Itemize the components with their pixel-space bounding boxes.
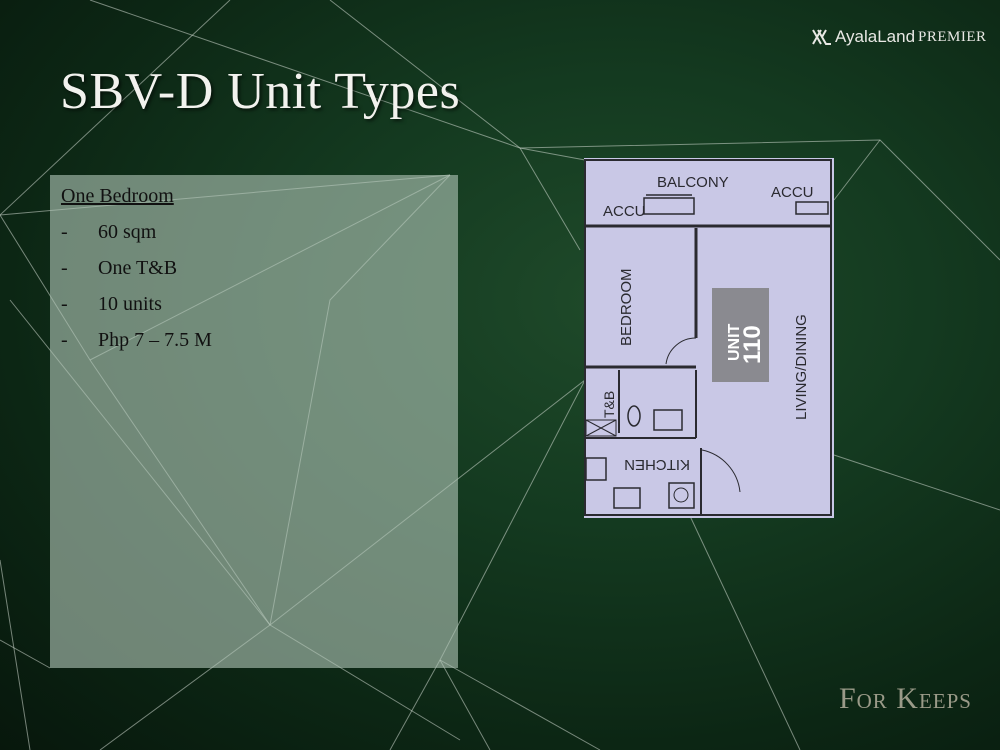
tb-label: T&B: [601, 391, 617, 418]
balcony-label: BALCONY: [657, 174, 729, 191]
logo-suffix: Premier: [918, 28, 987, 45]
brand-logo: AyalaLandPremier: [812, 27, 987, 47]
living-dining-label: LIVING/DINING: [793, 314, 810, 420]
kitchen-label: KITCHEN: [624, 456, 690, 473]
accu-left-label: ACCU: [603, 203, 646, 220]
page-title: SBV-D Unit Types: [60, 63, 461, 120]
list-item: -Php 7 – 7.5 M: [61, 329, 212, 351]
unit-type-heading: One Bedroom: [61, 185, 174, 207]
bedroom-label: BEDROOM: [618, 268, 635, 346]
list-item: -60 sqm: [61, 221, 157, 243]
list-item: -One T&B: [61, 257, 178, 279]
accu-right-label: ACCU: [771, 184, 814, 201]
tagline: For Keeps: [838, 682, 972, 715]
unit-number-label: 110: [739, 325, 766, 364]
unit-info-panel: One Bedroom -60 sqm -One T&B -10 units -…: [50, 175, 458, 668]
floor-plan: BALCONY ACCU ACCU BEDROOM T&B KITCHEN LI…: [584, 158, 834, 518]
logo-text: AyalaLand: [835, 27, 916, 46]
ayala-logo-icon: [812, 29, 831, 45]
unit-word-label: UNIT: [726, 323, 743, 361]
list-item: -10 units: [61, 293, 162, 315]
unit-details-list: -60 sqm -One T&B -10 units -Php 7 – 7.5 …: [61, 221, 212, 365]
